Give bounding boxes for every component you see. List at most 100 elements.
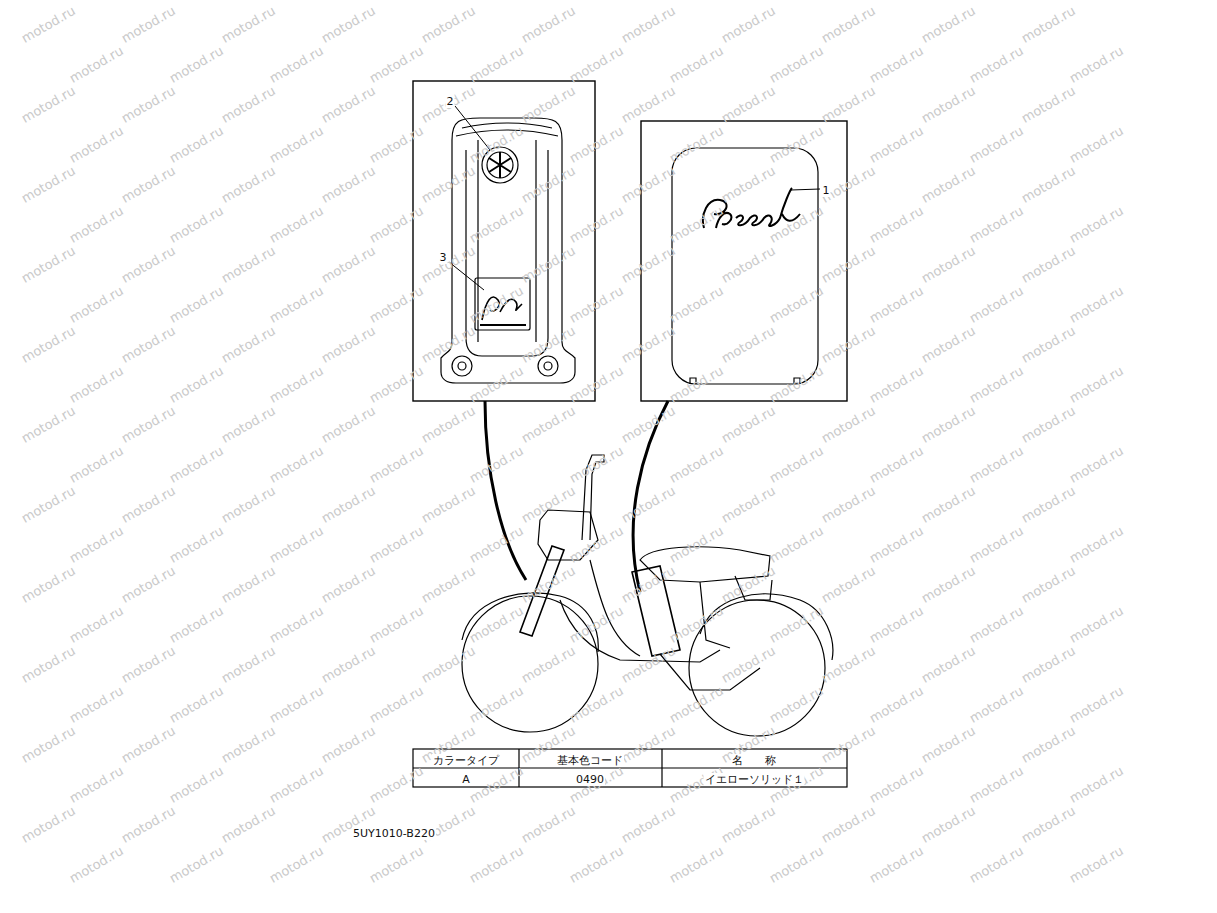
- watermark-slot: motod.ru: [166, 602, 226, 646]
- drawing-stroke: [480, 324, 526, 326]
- watermark: motod.ru: [19, 243, 78, 286]
- watermark: motod.ru: [119, 403, 178, 446]
- watermark-slot: motod.ru: [566, 522, 626, 566]
- watermark: motod.ru: [267, 603, 326, 646]
- watermark-slot: motod.ru: [518, 322, 578, 366]
- front-cover-inset: [413, 81, 595, 401]
- watermark-slot: motod.ru: [1018, 2, 1078, 46]
- watermark: motod.ru: [367, 43, 426, 86]
- table-cell-slot: A: [461, 770, 471, 786]
- watermark-slot: motod.ru: [318, 722, 378, 766]
- watermark: motod.ru: [419, 323, 478, 366]
- watermark-slot: motod.ru: [218, 82, 278, 126]
- watermark: motod.ru: [319, 483, 378, 526]
- watermark-slot: motod.ru: [18, 562, 78, 606]
- watermark-slot: motod.ru: [18, 322, 78, 366]
- watermark: motod.ru: [567, 683, 626, 726]
- watermark: motod.ru: [919, 243, 978, 286]
- watermark-slot: motod.ru: [118, 162, 178, 206]
- watermark-slot: motod.ru: [618, 642, 678, 686]
- watermark: motod.ru: [1067, 443, 1126, 486]
- watermark-slot: motod.ru: [266, 522, 326, 566]
- drawing-stroke: [641, 121, 847, 401]
- watermark-slot: motod.ru: [218, 642, 278, 686]
- watermark: motod.ru: [267, 683, 326, 726]
- watermark-slot: motod.ru: [918, 482, 978, 526]
- watermark: motod.ru: [867, 363, 926, 406]
- watermark-slot: motod.ru: [666, 602, 726, 646]
- watermark: motod.ru: [19, 83, 78, 126]
- watermark-slot: motod.ru: [918, 322, 978, 366]
- battery-inset: [641, 121, 847, 401]
- watermark-slot: motod.ru: [966, 42, 1026, 86]
- watermark: motod.ru: [819, 563, 878, 606]
- watermark: motod.ru: [167, 43, 226, 86]
- watermark: motod.ru: [1019, 163, 1078, 206]
- watermark: motod.ru: [867, 763, 926, 806]
- watermark: motod.ru: [267, 843, 326, 886]
- table-header: カラータイプ: [432, 754, 500, 767]
- watermark: motod.ru: [1019, 563, 1078, 606]
- watermark-slot: motod.ru: [266, 682, 326, 726]
- watermark: motod.ru: [867, 43, 926, 86]
- watermark: motod.ru: [519, 323, 578, 366]
- watermark-slot: motod.ru: [866, 42, 926, 86]
- watermark: motod.ru: [919, 563, 978, 606]
- watermark-slot: motod.ru: [1066, 202, 1126, 246]
- watermark-slot: motod.ru: [566, 682, 626, 726]
- watermark-slot: motod.ru: [966, 602, 1026, 646]
- watermark-slot: motod.ru: [1066, 42, 1126, 86]
- watermark-slot: motod.ru: [118, 642, 178, 686]
- watermark-slot: motod.ru: [618, 162, 678, 206]
- watermark: motod.ru: [319, 643, 378, 686]
- table-cell: イエローソリッド１: [704, 773, 805, 786]
- watermark: motod.ru: [167, 843, 226, 886]
- watermark: motod.ru: [119, 3, 178, 46]
- watermark: motod.ru: [767, 603, 826, 646]
- watermark-slot: motod.ru: [618, 82, 678, 126]
- watermark-slot: motod.ru: [766, 602, 826, 646]
- watermark: motod.ru: [619, 563, 678, 606]
- watermark-slot: motod.ru: [366, 522, 426, 566]
- watermark-slot: motod.ru: [18, 402, 78, 446]
- watermark: motod.ru: [67, 603, 126, 646]
- watermark: motod.ru: [767, 523, 826, 566]
- watermark-slot: motod.ru: [618, 242, 678, 286]
- watermark-slot: motod.ru: [118, 322, 178, 366]
- watermark: motod.ru: [967, 603, 1026, 646]
- watermark: motod.ru: [867, 843, 926, 886]
- watermark-slot: motod.ru: [418, 2, 478, 46]
- watermark: motod.ru: [367, 603, 426, 646]
- watermark: motod.ru: [467, 203, 526, 246]
- watermark: motod.ru: [119, 723, 178, 766]
- watermark: motod.ru: [167, 443, 226, 486]
- watermark: motod.ru: [519, 563, 578, 606]
- watermark-slot: motod.ru: [618, 722, 678, 766]
- watermark: motod.ru: [1067, 763, 1126, 806]
- watermark-slot: motod.ru: [466, 762, 526, 806]
- watermark: motod.ru: [519, 483, 578, 526]
- watermark-slot: motod.ru: [818, 722, 878, 766]
- watermark: motod.ru: [467, 443, 526, 486]
- drawing-stroke: [489, 152, 511, 178]
- watermark: motod.ru: [919, 83, 978, 126]
- watermark: motod.ru: [119, 563, 178, 606]
- watermark: motod.ru: [19, 643, 78, 686]
- watermark: motod.ru: [1067, 603, 1126, 646]
- watermark: motod.ru: [267, 763, 326, 806]
- watermark-slot: motod.ru: [1018, 482, 1078, 526]
- watermark: motod.ru: [467, 683, 526, 726]
- watermark: motod.ru: [819, 483, 878, 526]
- watermark-slot: motod.ru: [366, 42, 426, 86]
- watermark: motod.ru: [619, 803, 678, 846]
- watermark: motod.ru: [867, 203, 926, 246]
- watermark-slot: motod.ru: [1018, 322, 1078, 366]
- watermark-slot: motod.ru: [18, 82, 78, 126]
- watermark-slot: motod.ru: [18, 162, 78, 206]
- watermark-slot: motod.ru: [318, 402, 378, 446]
- watermark-slot: motod.ru: [618, 402, 678, 446]
- watermark-slot: motod.ru: [518, 402, 578, 446]
- watermark-slot: motod.ru: [418, 242, 478, 286]
- watermark: motod.ru: [967, 443, 1026, 486]
- watermark: motod.ru: [867, 443, 926, 486]
